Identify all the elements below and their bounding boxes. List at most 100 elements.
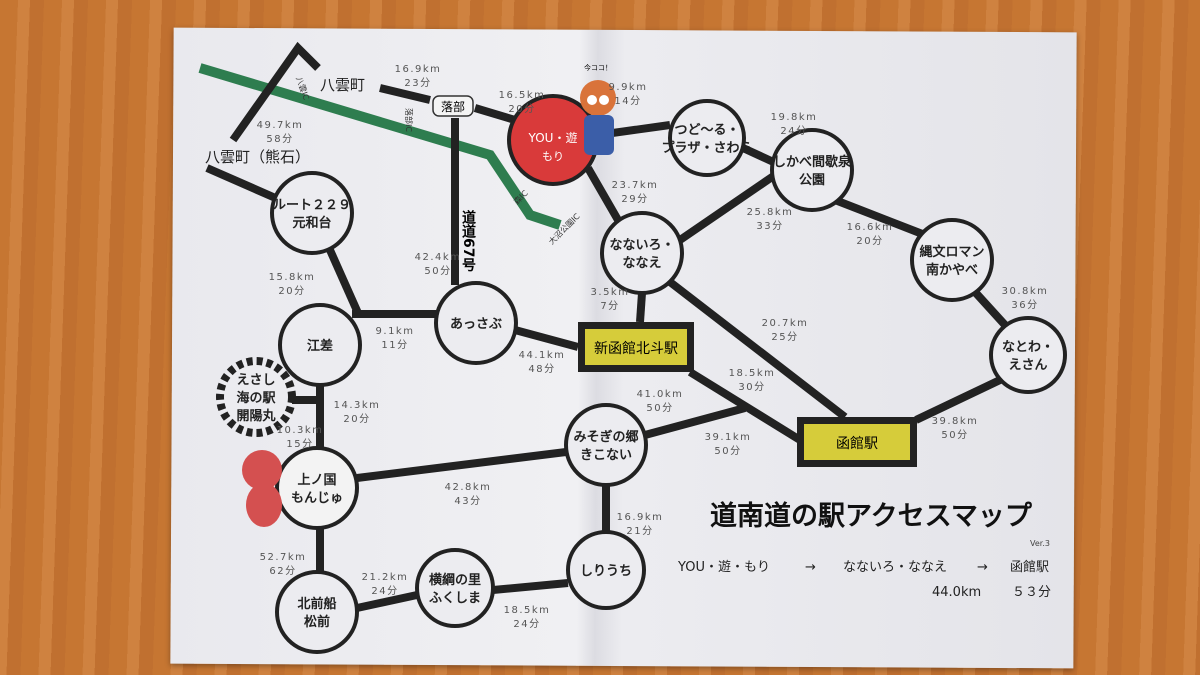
edge-time: 29分 xyxy=(621,193,648,205)
edge-distance: 49.7km xyxy=(257,120,304,131)
place-road67: 道道67号 xyxy=(460,209,476,272)
edge-time: 20分 xyxy=(856,235,883,247)
node-assabu[interactable]: あっさぶ xyxy=(434,281,518,365)
onuma-ic-label: 大沼公園IC xyxy=(546,211,582,247)
edge-distance: 25.8km xyxy=(747,207,794,218)
node-circle xyxy=(415,548,495,628)
kaminokuni-mascot-illustration xyxy=(242,450,282,527)
node-circle xyxy=(566,530,646,610)
edge-time: 14分 xyxy=(614,95,641,107)
edge-time: 11分 xyxy=(381,339,408,351)
node-label: きこない xyxy=(580,448,632,463)
expressway xyxy=(198,63,562,230)
node-label: 横綱の里 xyxy=(429,572,481,588)
station-hakodate[interactable]: 函館駅 xyxy=(797,417,917,467)
route-to: 函館駅 xyxy=(1010,560,1049,575)
node-label: しかべ間歇泉 xyxy=(773,154,852,170)
edge-time: 36分 xyxy=(1011,299,1038,311)
node-circle xyxy=(270,171,354,255)
edge-time: 20分 xyxy=(508,103,535,115)
edge-time: 30分 xyxy=(738,381,765,393)
edge-distance: 41.0km xyxy=(637,389,684,400)
node-label: みそぎの郷 xyxy=(573,429,638,445)
edge-distance: 15.8km xyxy=(269,272,316,283)
edge-distance: 20.7km xyxy=(762,318,809,329)
node-natowa-esan[interactable]: なとわ・えさん xyxy=(989,316,1067,394)
edge-distance: 44.1km xyxy=(519,350,566,361)
edge-distance: 52.7km xyxy=(260,552,307,563)
node-circle xyxy=(278,303,362,387)
edge-time: 50分 xyxy=(941,429,968,441)
place-kumaishi: 八雲町（熊石） xyxy=(205,148,310,166)
station-shin-hakodate-hokuto[interactable]: 新函館北斗駅 xyxy=(578,322,694,372)
node-label: ななえ xyxy=(622,256,661,271)
road-assabu-shinhakodate xyxy=(513,326,580,351)
road-kumaishi-route229 xyxy=(205,164,282,204)
edge-distance: 39.1km xyxy=(705,432,752,443)
node-label: もんじゅ xyxy=(291,491,343,506)
node-label: ふくしま xyxy=(429,591,481,606)
svg-text:YOU・遊: YOU・遊 xyxy=(528,130,578,145)
node-circle xyxy=(275,446,359,530)
svg-text:新函館北斗駅: 新函館北斗駅 xyxy=(594,340,678,357)
edge-time: 48分 xyxy=(528,363,555,375)
edge-distance: 18.5km xyxy=(504,605,551,616)
node-you-yu-mori[interactable]: YOU・遊 もり xyxy=(507,94,599,186)
route-arrow: → xyxy=(977,560,988,575)
node-label: 海の駅 xyxy=(236,390,276,406)
edge-distance: 30.8km xyxy=(1002,286,1049,297)
edge-distance: 16.9km xyxy=(395,64,442,75)
edge-distance: 39.8km xyxy=(932,416,979,427)
svg-text:函館駅: 函館駅 xyxy=(836,435,878,452)
node-label: 公園 xyxy=(799,172,825,188)
otoshibe-ic-label: 落部IC xyxy=(404,108,414,132)
node-label: 元和台 xyxy=(292,215,331,231)
edge-time: 20分 xyxy=(278,285,305,297)
node-circle xyxy=(989,316,1067,394)
node-circle xyxy=(216,357,296,437)
node-label: 上ノ国 xyxy=(297,473,336,488)
edge-time: 23分 xyxy=(404,77,431,89)
otoshibe-box xyxy=(432,95,474,117)
node-circle xyxy=(910,218,994,302)
node-tsudoru-plaza-sawara[interactable]: つど〜る・プラザ・さわら xyxy=(661,99,753,177)
edge-time: 24分 xyxy=(371,585,398,597)
edge-time: 24分 xyxy=(513,618,540,630)
road-otoshibe-you xyxy=(473,104,517,124)
node-esashi[interactable]: 江差 xyxy=(278,303,362,387)
edge-time: 62分 xyxy=(269,565,296,577)
node-label: あっさぶ xyxy=(450,317,502,332)
edge-distance: 23.7km xyxy=(612,180,659,191)
edge-time: 43分 xyxy=(454,495,481,507)
svg-text:もり: もり xyxy=(542,150,564,163)
route-via: なないろ・ななえ xyxy=(843,560,947,575)
road-yakumo-otoshibe xyxy=(379,84,431,104)
version-label: Ver.3 xyxy=(1030,539,1050,548)
road-nanairo-hakodate xyxy=(667,278,848,421)
featured-route: YOU・遊・もり → なないろ・ななえ → 函館駅 44.0km ５３分 xyxy=(677,560,1051,600)
node-circle xyxy=(434,281,518,365)
road-fukushima-shiriuchi xyxy=(492,579,569,594)
edge-time: 15分 xyxy=(286,438,313,450)
edge-distance: 9.9km xyxy=(609,82,648,93)
node-label: つど〜る・ xyxy=(674,123,739,138)
node-shiriuchi[interactable]: しりうち xyxy=(566,530,646,610)
node-label: しりうち xyxy=(580,564,632,579)
node-label: 江差 xyxy=(307,338,333,354)
road-shinhakodate-hakodate xyxy=(687,368,803,444)
node-nanairo-nanae[interactable]: なないろ・ななえ xyxy=(600,211,684,295)
road-matsumae-fukushima xyxy=(356,591,418,612)
node-label: えさん xyxy=(1008,358,1047,373)
edge-time: 21分 xyxy=(626,525,653,537)
edge-distance: 21.2km xyxy=(362,572,409,583)
node-circle xyxy=(600,211,684,295)
place-yakumo: 八雲町 xyxy=(320,76,365,94)
